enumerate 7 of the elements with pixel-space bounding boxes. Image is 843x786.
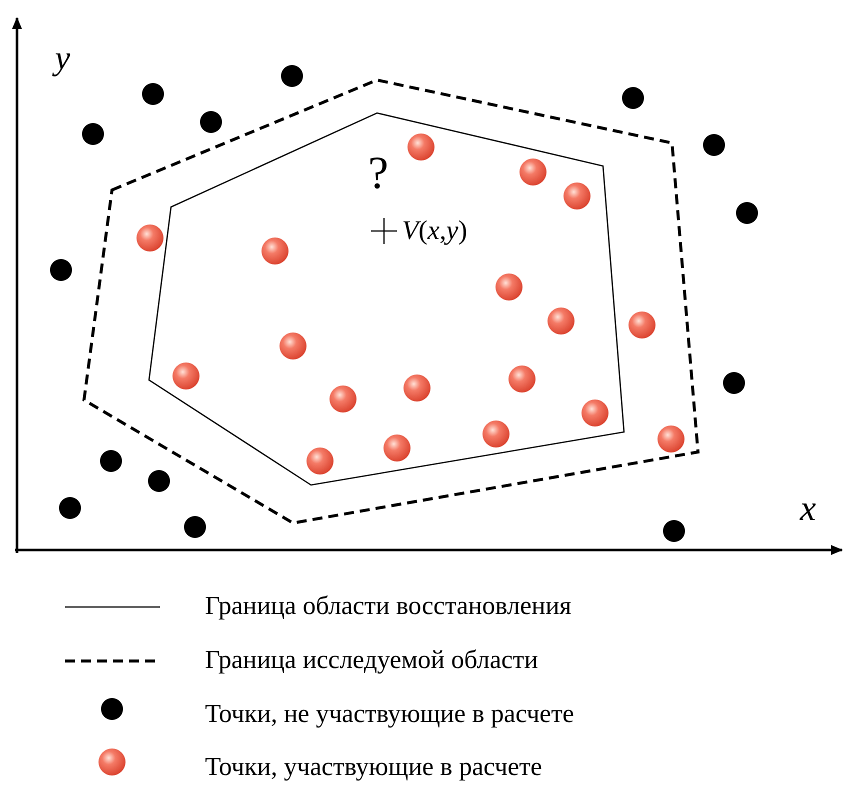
point-label: V(x,y) (402, 217, 468, 244)
question-mark: ? (368, 150, 388, 196)
legend-text: Точки, участвующие в расчете (205, 754, 542, 780)
legend-text: Граница области восстановления (205, 593, 572, 619)
legend-text: Точки, не участвующие в расчете (205, 701, 574, 727)
axis-label: x (800, 490, 816, 526)
legend-text: Граница исследуемой области (205, 647, 538, 673)
